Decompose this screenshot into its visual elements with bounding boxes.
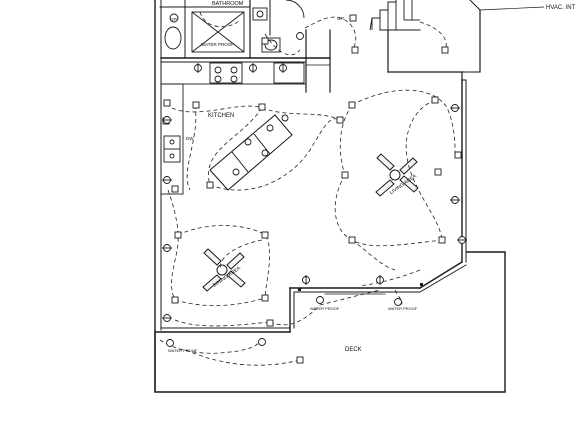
stairs <box>369 0 420 31</box>
label-bathroom: BATHROOM <box>212 1 244 7</box>
label-deck: DECK <box>345 347 362 353</box>
label-waterproof-right: WATER PROOF <box>388 306 418 311</box>
hvac-leader-line <box>479 6 545 11</box>
toilet <box>164 26 182 50</box>
range-stove <box>209 62 243 84</box>
label-waterproof-shower: WATER PROOF <box>201 42 234 47</box>
label-gfi-top: GFI <box>337 16 345 21</box>
kitchen-counters <box>160 61 307 195</box>
label-waterproof-left: WATER PROOF <box>168 348 198 353</box>
shower <box>191 11 245 53</box>
deck-outline <box>154 251 506 393</box>
outlets <box>162 13 467 347</box>
walls <box>154 0 481 393</box>
label-kitchen: KITCHEN <box>208 113 234 119</box>
label-waterproof-center: WATER PROOF <box>310 306 340 311</box>
label-hvac: HVAC. INT <box>546 5 576 11</box>
bathroom-fixtures <box>164 0 305 53</box>
ceiling-fan-dining <box>202 248 246 292</box>
deck-posts <box>298 283 423 291</box>
refrigerator <box>273 62 305 84</box>
wiring-runs <box>159 11 456 366</box>
ceiling-fan-living <box>375 153 419 197</box>
label-dw: DW <box>186 136 194 141</box>
label-gfi-bath: GFI <box>170 17 178 22</box>
